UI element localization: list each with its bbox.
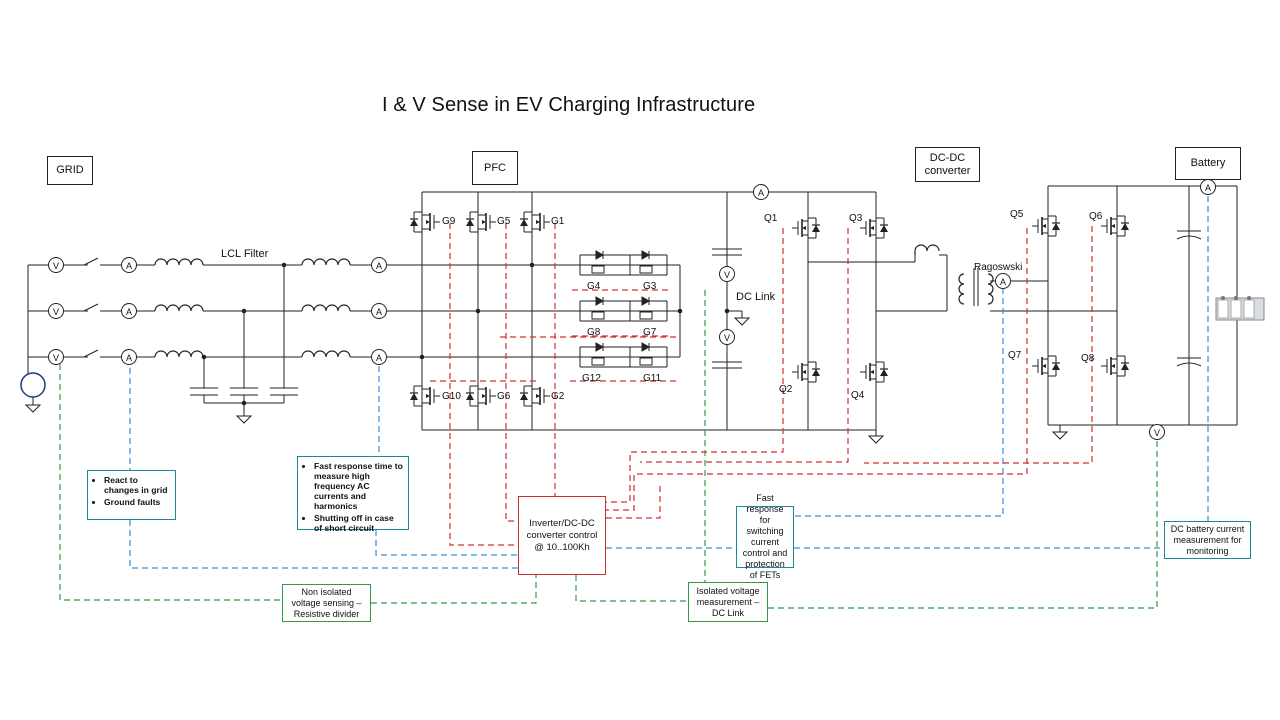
ammeter-icon: A — [371, 257, 387, 273]
bidir-diodes — [591, 250, 653, 366]
switch-label-q4: Q4 — [851, 390, 865, 401]
ammeter-icon: A — [121, 257, 137, 273]
page-title: I & V Sense in EV Charging Infrastructur… — [382, 94, 756, 116]
dcdc-bridge — [808, 185, 1238, 432]
battery-pack-icon — [1215, 296, 1265, 321]
note-fast-response-fets: Fast response for switching current cont… — [736, 493, 794, 580]
switch-label-g8: G8 — [587, 327, 601, 338]
dcdc-block-line2: converter — [924, 164, 971, 177]
note-grid-changes-item: Ground faults — [104, 497, 171, 507]
switch-label-g2: G2 — [551, 391, 565, 402]
switch-label-g3: G3 — [643, 281, 657, 292]
dcdc-fets — [791, 211, 1130, 387]
current-sense-lines — [129, 196, 1209, 569]
voltage-sense-lines — [59, 290, 1158, 609]
switch-label-g6: G6 — [497, 391, 511, 402]
dcdc-block: DC-DC converter — [915, 147, 980, 182]
voltmeter-icon: V — [1149, 424, 1165, 440]
ac-lines — [27, 257, 680, 416]
switch-label-g7: G7 — [643, 327, 657, 338]
voltmeter-icon: V — [719, 266, 735, 282]
note-non-isolated: Non isolated voltage sensing – Resistive… — [282, 584, 371, 622]
switch-label-q2: Q2 — [779, 384, 793, 395]
switch-label-g1: G1 — [551, 216, 565, 227]
ammeter-icon: A — [753, 184, 769, 200]
grid-source — [20, 372, 46, 413]
transformer-coils — [914, 244, 994, 305]
controller-block: Inverter/DC-DC converter control @ 10..1… — [518, 496, 606, 575]
ragoswski-label: Ragoswski — [974, 262, 1023, 273]
note-battery-current: DC battery current measurement for monit… — [1164, 521, 1251, 559]
inductors — [154, 258, 351, 358]
switch-label-q3: Q3 — [849, 213, 863, 224]
grid-block: GRID — [47, 156, 93, 185]
voltmeter-icon: V — [48, 349, 64, 365]
note-grid-changes-item: React to changes in grid — [104, 475, 171, 495]
switch-label-g11: G11 — [643, 373, 662, 384]
switch-label-g12: G12 — [582, 373, 601, 384]
ammeter-icon: A — [371, 349, 387, 365]
voltmeter-icon: V — [48, 303, 64, 319]
dcdc-block-line1: DC-DC — [929, 151, 966, 164]
switch-label-g10: G10 — [442, 391, 461, 402]
note-fast-response-ac: Fast response time to measure high frequ… — [297, 456, 409, 533]
note-fast-response-ac-item: Fast response time to measure high frequ… — [314, 461, 404, 511]
ammeter-icon: A — [1200, 179, 1216, 195]
voltmeter-icon: V — [719, 329, 735, 345]
ammeter-icon: A — [995, 273, 1011, 289]
switch-label-q8: Q8 — [1081, 353, 1095, 364]
ammeter-icon: A — [121, 303, 137, 319]
note-grid-changes: React to changes in grid Ground faults — [87, 470, 176, 520]
lcl-filter-label: LCL Filter — [221, 248, 269, 260]
pfc-fets — [409, 207, 551, 411]
switch-label-g5: G5 — [497, 216, 511, 227]
control-lines — [430, 223, 1093, 546]
ammeter-icon: A — [121, 349, 137, 365]
battery-block: Battery — [1175, 147, 1241, 180]
switch-label-q7: Q7 — [1008, 350, 1022, 361]
dc-link-label: DC Link — [736, 291, 776, 303]
note-fast-response-ac-item: Shutting off in case of short circuit — [314, 513, 404, 533]
pfc-block: PFC — [472, 151, 518, 185]
switch-label-g9: G9 — [442, 216, 456, 227]
switch-label-q5: Q5 — [1010, 209, 1024, 220]
voltmeter-icon: V — [48, 257, 64, 273]
switch-label-q6: Q6 — [1089, 211, 1103, 222]
note-isolated: Isolated voltage measurement – DC Link — [688, 582, 768, 622]
switch-label-g4: G4 — [587, 281, 601, 292]
ammeter-icon: A — [371, 303, 387, 319]
switch-label-q1: Q1 — [764, 213, 778, 224]
